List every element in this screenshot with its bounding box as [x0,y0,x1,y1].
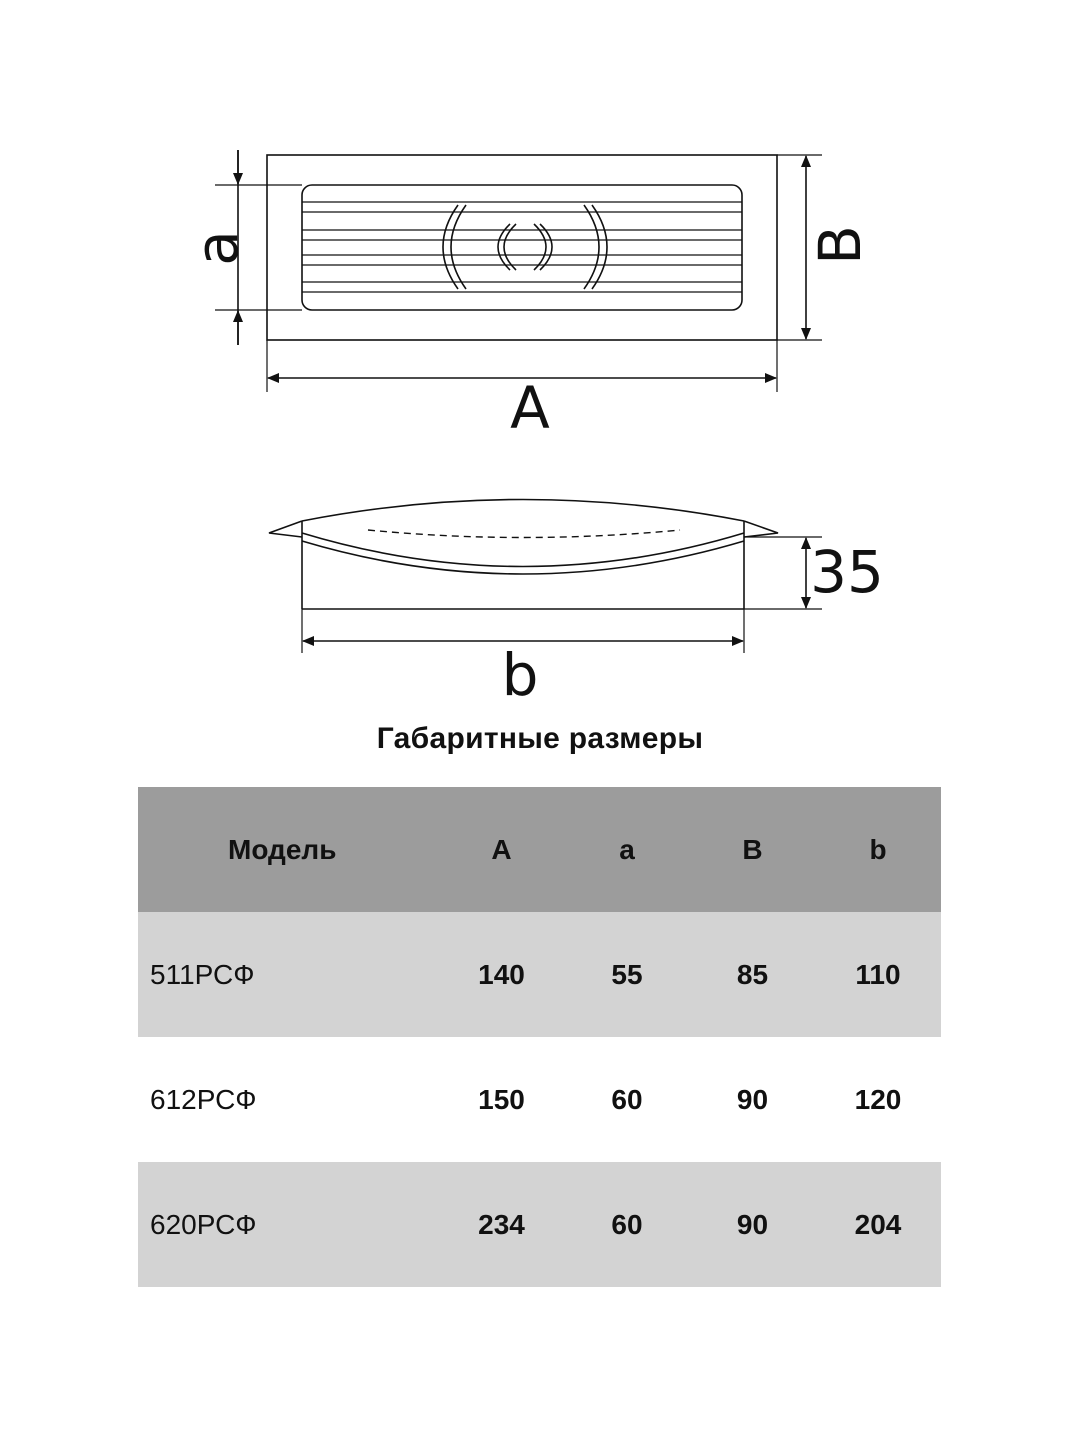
louver-dashes [367,529,681,539]
label-B: B [806,225,874,265]
cell-B: 90 [736,1083,769,1115]
header-a: a [619,833,635,865]
grille-plate [301,184,743,311]
header-model: Модель [228,833,337,865]
table-row: 511РСФ 140 55 85 110 [138,912,941,1037]
side-view [268,498,822,653]
label-a: a [183,230,251,266]
cell-model: 620РСФ [150,1208,257,1240]
cell-b: 110 [855,958,901,990]
cell-A: 234 [478,1208,525,1240]
technical-drawing: a B A 35 b [183,150,884,709]
label-A: A [510,374,550,442]
cell-a: 60 [611,1208,643,1240]
cell-b: 120 [854,1083,902,1115]
grille-slats [302,201,742,293]
flange-left [268,520,303,538]
cell-a: 55 [611,958,643,990]
cell-model: 612РСФ [150,1083,257,1115]
grille-center-arcs [442,204,608,290]
cell-b: 204 [854,1208,902,1240]
table-row: 612РСФ 150 60 90 120 [138,1037,941,1162]
header-B: B [742,833,763,865]
face-bottom-curve [301,532,745,568]
cell-B: 85 [736,958,769,990]
cell-model: 511РСФ [150,958,255,990]
face-top-curve [301,498,745,522]
table-title: Габаритные размеры [376,722,704,755]
label-b: b [502,641,539,709]
cell-A: 150 [478,1083,525,1115]
outer-frame [266,154,778,341]
top-view [215,150,822,392]
flange-right [743,520,779,538]
table-header-row: Модель A a B b [138,787,941,912]
dimensions-table: Модель A a B b 511РСФ 140 55 85 110 612Р… [138,787,941,1287]
table-row: 620РСФ 234 60 90 204 [138,1162,941,1287]
extension-lines [215,154,822,392]
label-35: 35 [810,538,884,606]
header-b: b [869,833,887,865]
face-lower-curve [301,540,745,575]
cell-a: 60 [611,1083,643,1115]
cell-B: 90 [736,1208,769,1240]
header-A: A [491,833,512,865]
cell-A: 140 [478,958,525,990]
